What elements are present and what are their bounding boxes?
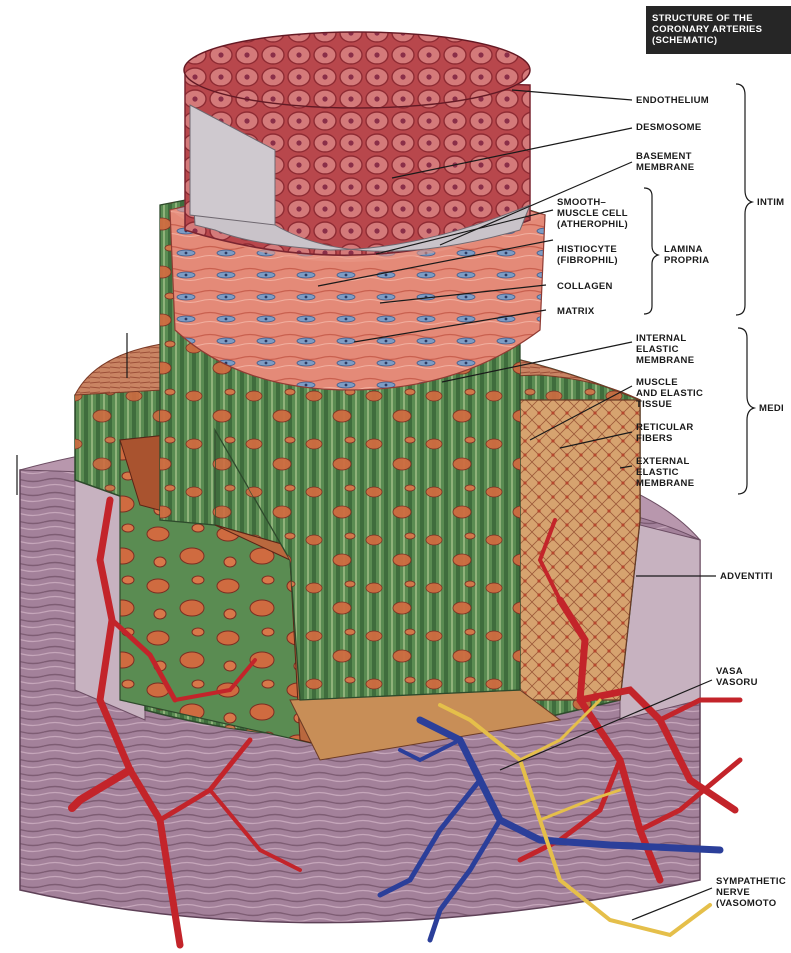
label-basement-1: BASEMENT (636, 151, 692, 162)
title-line-1: STRUCTURE OF THE (652, 13, 753, 24)
label-smooth-muscle-2: MUSCLE CELL (557, 208, 628, 219)
label-intima: INTIM (757, 197, 784, 208)
label-internal-elastic-3: MEMBRANE (636, 355, 694, 366)
label-reticular-1: RETICULAR (636, 422, 694, 433)
label-matrix: MATRIX (557, 306, 595, 317)
title-line-3: (SCHEMATIC) (652, 35, 717, 46)
label-collagen: COLLAGEN (557, 281, 613, 292)
label-sympathetic-2: NERVE (716, 887, 750, 898)
label-muscle-elastic-3: TISSUE (636, 399, 672, 410)
label-histiocyte-1: HISTIOCYTE (557, 244, 617, 255)
label-external-elastic-3: MEMBRANE (636, 478, 694, 489)
label-sympathetic-3: (VASOMOTO (716, 898, 776, 909)
label-lamina-1: LAMINA (664, 244, 703, 255)
label-desmosome: DESMOSOME (636, 122, 702, 133)
label-histiocyte-2: (FIBROPHIL) (557, 255, 618, 266)
label-reticular-2: FIBERS (636, 433, 673, 444)
label-smooth-muscle-3: (ATHEROPHIL) (557, 219, 628, 230)
label-vasa-2: VASORU (716, 677, 758, 688)
label-sympathetic-1: SYMPATHETIC (716, 876, 786, 887)
label-smooth-muscle-1: SMOOTH– (557, 197, 606, 208)
label-media: MEDI (759, 403, 784, 414)
endothelium-layer (184, 32, 530, 255)
label-lamina-2: PROPRIA (664, 255, 709, 266)
label-internal-elastic-1: INTERNAL (636, 333, 686, 344)
label-muscle-elastic-1: MUSCLE (636, 377, 678, 388)
title-line-2: CORONARY ARTERIES (652, 24, 762, 35)
label-endothelium: ENDOTHELIUM (636, 95, 709, 106)
label-external-elastic-2: ELASTIC (636, 467, 679, 478)
label-vasa-1: VASA (716, 666, 743, 677)
label-external-elastic-1: EXTERNAL (636, 456, 690, 467)
label-muscle-elastic-2: AND ELASTIC (636, 388, 703, 399)
label-internal-elastic-2: ELASTIC (636, 344, 679, 355)
label-adventitia: ADVENTITI (720, 571, 773, 582)
label-basement-2: MEMBRANE (636, 162, 694, 173)
